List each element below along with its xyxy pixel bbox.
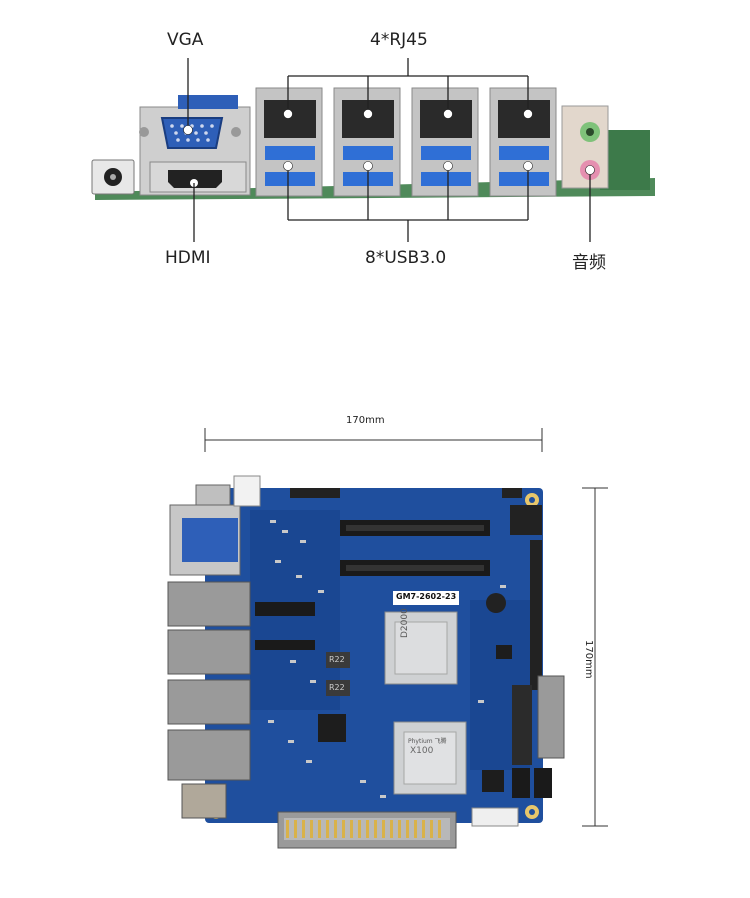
- bottom-white-connector: [471, 807, 519, 827]
- board-photo: [167, 428, 608, 849]
- io-panel-photo: [91, 58, 655, 242]
- cpu-bottom-brand: Phytium 飞腾: [408, 738, 447, 745]
- board-diagram: 170mm 170mm: [0, 380, 750, 898]
- chip-small: [496, 645, 512, 659]
- right-pin-header: [510, 505, 542, 535]
- chip-left: [318, 714, 346, 742]
- r22-chip-b: [326, 680, 350, 696]
- audio-board: [181, 783, 227, 819]
- vga-back-housing: [178, 95, 238, 109]
- audio-label: 音频: [572, 253, 606, 273]
- right-edge-connector: [537, 675, 565, 759]
- atx-power-connector: [233, 475, 261, 507]
- chip-right: [482, 770, 504, 792]
- rj45-board-3: [167, 679, 251, 725]
- fpc-connector: [512, 685, 532, 765]
- r22-label-a: R22: [329, 655, 345, 664]
- rj45-label: 4*RJ45: [370, 30, 428, 50]
- right-long-header: [530, 540, 542, 690]
- fan-header: [502, 488, 522, 498]
- port-stack-3: [411, 87, 479, 197]
- model-label-text: GM7-2602-23: [396, 592, 457, 601]
- port-stack-4: [489, 87, 557, 197]
- rj45-board-4: [167, 729, 251, 781]
- vga-port: [160, 117, 224, 149]
- r22-chip-a: [326, 652, 350, 668]
- r22-label-b: R22: [329, 683, 345, 692]
- buzzer: [486, 593, 506, 613]
- port-stack-1: [255, 87, 323, 197]
- usb-label: 8*USB3.0: [365, 248, 447, 268]
- cpu-top-label: D2000: [400, 608, 410, 638]
- cpu-bottom-model: X100: [410, 746, 434, 756]
- port-stack-2: [333, 87, 401, 197]
- io-panel-diagram: VGA 4*RJ45 HDMI 8*USB3.0 音频: [0, 0, 750, 300]
- hdmi-port: [168, 170, 222, 188]
- pin-header-top: [290, 488, 340, 498]
- sata-connector-2: [534, 768, 552, 798]
- rj45-board-2: [167, 629, 251, 675]
- dimension-lines: [204, 428, 608, 827]
- m2-slot-2: [255, 640, 315, 650]
- sata-connector-1: [512, 768, 530, 798]
- rj45-board-1: [167, 581, 251, 627]
- hdmi-label: HDMI: [165, 248, 211, 268]
- vga-label: VGA: [167, 30, 204, 50]
- model-label-plate: [393, 591, 459, 605]
- m2-slot: [255, 602, 315, 616]
- width-dimension-label: 170mm: [346, 415, 385, 426]
